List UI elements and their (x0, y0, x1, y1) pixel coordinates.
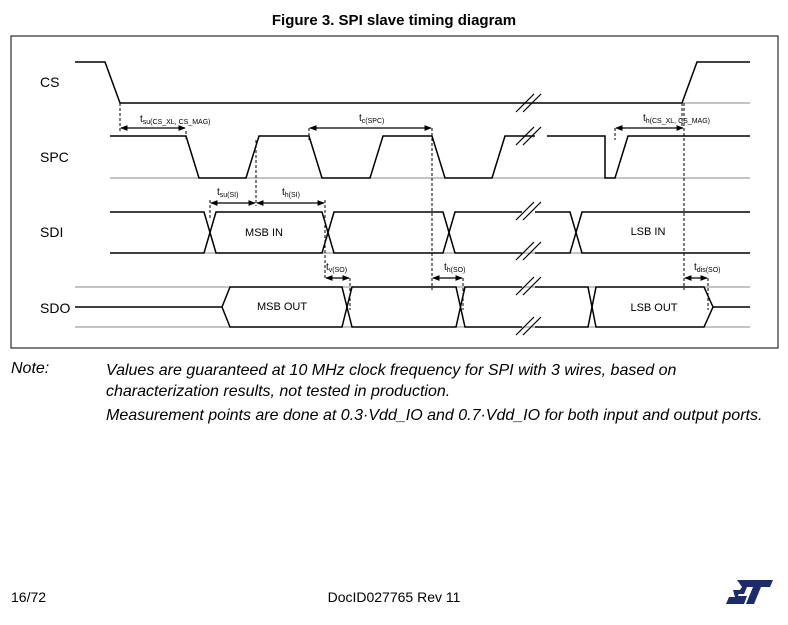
lsb-in-label: LSB IN (631, 226, 666, 238)
st-logo (726, 580, 773, 604)
tsu-si-label: tsu(SI) (217, 187, 238, 199)
tdis-so-label: tdis(SO) (694, 262, 721, 274)
page-number: 16/72 (11, 589, 47, 605)
msb-in-label: MSB IN (245, 227, 283, 239)
timing-arrows (120, 125, 708, 281)
tv-so-label: tv(SO) (326, 262, 347, 274)
spc-waveform (110, 135, 750, 179)
break-markers (515, 93, 542, 336)
lsb-out-label: LSB OUT (630, 302, 677, 314)
sdi-waveform (110, 211, 750, 254)
doc-id: DocID027765 Rev 11 (327, 589, 461, 605)
cs-label: CS (40, 74, 59, 90)
th-so-label: th(SO) (444, 262, 465, 274)
note-label: Note: (11, 360, 50, 377)
sdi-label: SDI (40, 224, 63, 240)
sdo-label: SDO (40, 300, 70, 316)
note-paragraph-2: Measurement points are done at 0.3·Vdd_I… (106, 407, 763, 424)
th-cs-label: th(CS_XL, CS_MAG) (643, 113, 710, 125)
msb-out-label: MSB OUT (257, 301, 307, 313)
timing-diagram: CS SPC SDI SDO MSB IN LSB IN MSB OUT LSB… (10, 35, 779, 349)
th-si-label: th(SI) (282, 187, 300, 199)
diagram-frame (10, 35, 779, 349)
cs-waveform (75, 61, 750, 104)
spc-label: SPC (40, 149, 69, 165)
tc-spc-label: tc(SPC) (359, 113, 384, 125)
figure-title: Figure 3. SPI slave timing diagram (271, 12, 517, 29)
note-paragraph-1: Values are guaranteed at 10 MHz clock fr… (106, 362, 677, 400)
guide-lines (119, 103, 709, 310)
tsu-cs-label: tsu(CS_XL, CS_MAG) (140, 114, 210, 126)
